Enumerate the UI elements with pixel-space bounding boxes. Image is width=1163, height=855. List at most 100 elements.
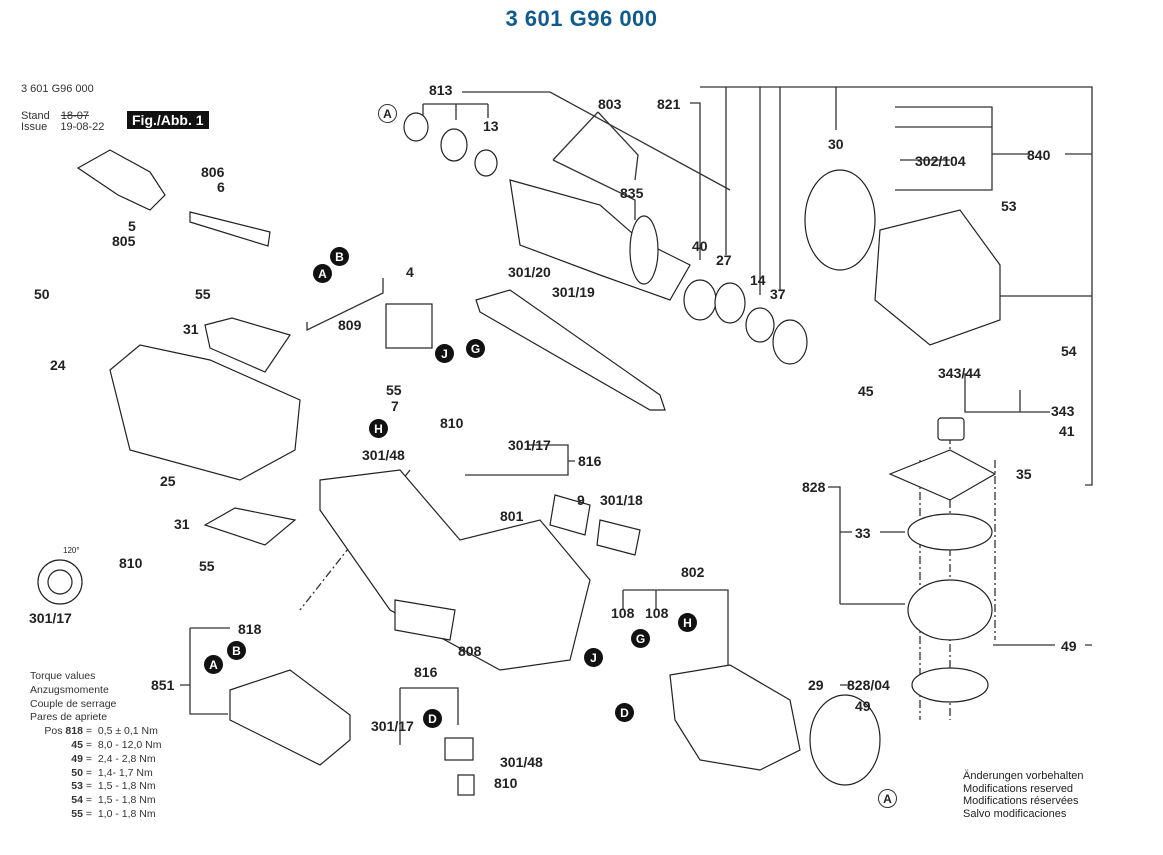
- torque-value: 1,5 - 1,8 Nm: [97, 794, 156, 807]
- label-6: 6: [217, 179, 225, 195]
- marker-g: G: [466, 339, 485, 358]
- fan-baffle-shape: [804, 169, 876, 271]
- marker-a-open: A: [878, 789, 897, 808]
- torque-row: 54 = 1,5 - 1,8 Nm: [71, 794, 156, 807]
- label-9: 9: [577, 492, 585, 508]
- ring-shape: [683, 279, 717, 321]
- old-date: 18-07: [60, 110, 89, 122]
- leader-828: [828, 486, 905, 707]
- label-40: 40: [692, 238, 708, 254]
- label-828: 828: [802, 479, 826, 495]
- switch-rod-shape: [475, 289, 666, 411]
- label-809: 809: [338, 317, 362, 333]
- carbon-brush-shape: [457, 774, 475, 796]
- torque-table: Torque values Anzugsmomente Couple de se…: [30, 670, 161, 822]
- label-343-44: 343/44: [938, 365, 981, 381]
- label-24: 24: [50, 357, 66, 373]
- torque-value: 2,4 - 2,8 Nm: [97, 752, 156, 765]
- label-301-18: 301/18: [600, 492, 643, 508]
- label-shape: [549, 494, 591, 536]
- torque-heading: Pares de apriete: [30, 711, 108, 724]
- label-55-c: 55: [386, 382, 402, 398]
- marker-j: J: [435, 344, 454, 363]
- torque-pos: 818: [65, 725, 83, 738]
- label-301-19: 301/19: [552, 284, 595, 300]
- cover-plate-shape: [596, 519, 641, 556]
- bearing-shape: [440, 128, 468, 162]
- torque-pos: 45: [71, 738, 83, 751]
- label-828-04: 828/04: [847, 677, 890, 693]
- label-301-17-a: 301/17: [29, 610, 72, 626]
- bevel-gear-shape: [907, 579, 993, 641]
- leader-816-bottom: [399, 687, 459, 745]
- modifications-line: Salvo modificaciones: [963, 807, 1067, 820]
- marker-b: B: [227, 641, 246, 660]
- torque-pos: 53: [71, 780, 83, 793]
- label-802: 802: [681, 564, 705, 580]
- figure-label: Fig./Abb. 1: [127, 111, 209, 129]
- label-851: 851: [151, 677, 175, 693]
- leader-343: [964, 373, 1050, 413]
- torque-heading: Anzugsmomente: [30, 683, 109, 696]
- ring-shape: [714, 282, 746, 324]
- leader-802: [622, 589, 729, 665]
- pos-label: Pos: [44, 725, 63, 738]
- gear-housing-shape: [874, 209, 1001, 346]
- page-title: 3 601 G96 000: [505, 6, 658, 31]
- label-plate-shape: [394, 599, 456, 641]
- torque-row: 50 = 1,4- 1,7 Nm: [71, 766, 153, 779]
- cap-top-shape: [204, 317, 291, 373]
- o-ring-shape: [907, 513, 993, 551]
- label-50: 50: [34, 286, 50, 302]
- torque-value: 0,5 ± 0,1 Nm: [97, 725, 158, 738]
- label-54: 54: [1061, 343, 1077, 359]
- torque-pos: 55: [71, 807, 83, 820]
- issue-block: Stand 18-07 Issue 19-08-22: [21, 111, 104, 133]
- torque-value: 8,0 - 12,0 Nm: [97, 738, 162, 751]
- label-806: 806: [201, 164, 225, 180]
- label-108-a: 108: [611, 605, 635, 621]
- label-angle: 120°: [63, 546, 80, 555]
- label-49-a: 49: [1061, 638, 1077, 654]
- label-801: 801: [500, 508, 524, 524]
- torque-row: 45 = 8,0 - 12,0 Nm: [71, 738, 162, 751]
- armature-shape: [509, 179, 691, 301]
- torque-heading: Torque values: [30, 670, 96, 682]
- leader-816: [465, 444, 575, 476]
- marker-h: H: [678, 613, 697, 632]
- sleeve-shape: [937, 417, 965, 441]
- modifications-line: Änderungen vorbehalten: [963, 770, 1084, 782]
- leader-840: [895, 106, 1092, 191]
- bearing-shape: [474, 149, 498, 177]
- marker-g: G: [631, 629, 650, 648]
- cable-sleeve-shape: [189, 211, 271, 247]
- label-33: 33: [855, 525, 871, 541]
- leader-809: [306, 278, 384, 332]
- label-805: 805: [112, 233, 136, 249]
- marker-a-open: A: [378, 104, 397, 123]
- issue-date: 19-08-22: [60, 121, 105, 133]
- modifications-line: Modifications réservées: [963, 795, 1079, 807]
- modifications-line: Modifications reserved: [963, 782, 1074, 795]
- brush-holder-shape: [444, 737, 474, 761]
- label-810-b: 810: [440, 415, 464, 431]
- center-line: [299, 420, 996, 720]
- torque-row: 49 = 2,4 - 2,8 Nm: [71, 752, 156, 765]
- torque-row: 53 = 1,5 - 1,8 Nm: [71, 780, 156, 793]
- label-25: 25: [160, 473, 176, 489]
- o-ring-shape: [911, 667, 989, 703]
- armature-fan-shape: [629, 215, 659, 285]
- label-816-a: 816: [578, 453, 602, 469]
- leader-813-long: [462, 91, 731, 191]
- marker-d: D: [615, 703, 634, 722]
- leader-851: [180, 627, 230, 715]
- label-301-17-b: 301/17: [508, 437, 551, 453]
- modifications-note: Änderungen vorbehalten Modifications res…: [963, 770, 1083, 820]
- marker-j: J: [584, 648, 603, 667]
- brush-holder-shape: [229, 669, 351, 766]
- label-55-a: 55: [195, 286, 211, 302]
- label-343: 343: [1051, 403, 1075, 419]
- leader-821: [690, 86, 1093, 486]
- rear-cover-shape: [109, 344, 301, 481]
